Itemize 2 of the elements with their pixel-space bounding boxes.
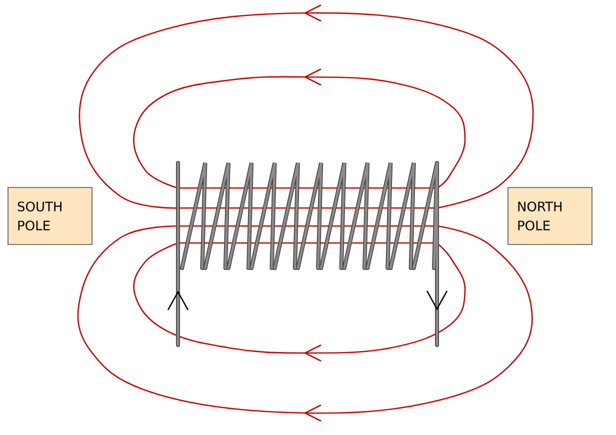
pole-label-box: SOUTH POLE [8, 187, 92, 245]
pole-label-box: NORTH POLE [508, 187, 592, 245]
